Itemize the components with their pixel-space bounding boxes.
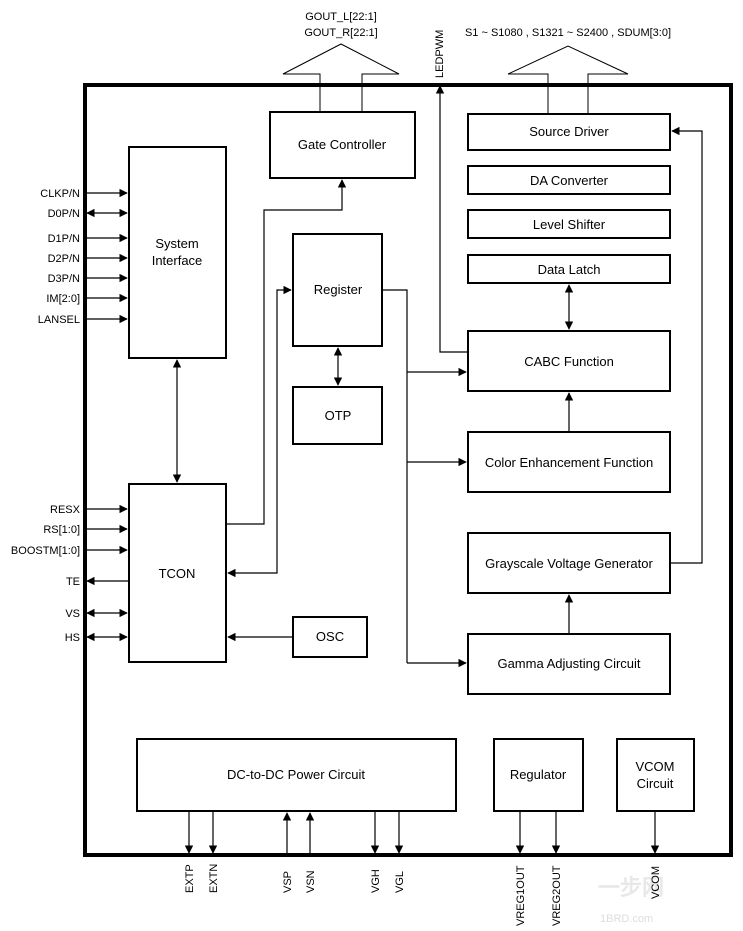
grayscale-voltage-label: Grayscale Voltage Generator <box>485 556 653 571</box>
bottom-pins: EXTP EXTN VSP VSN VGH VGL VREG1OUT VREG2… <box>184 811 662 926</box>
otp-label: OTP <box>325 408 352 423</box>
vcom-circuit-block: VCOM Circuit <box>616 738 695 812</box>
tcon-pins: RESX RS[1:0] BOOSTM[1:0] TE VS HS <box>11 504 129 644</box>
watermark-logo-text: 一步网 <box>598 875 664 900</box>
regulator-block: Regulator <box>493 738 584 812</box>
pin-d0p-label: D0P/N <box>48 208 80 220</box>
osc-label: OSC <box>316 629 344 644</box>
pin-hs-label: HS <box>65 632 80 644</box>
cabc-function-block: CABC Function <box>467 330 671 392</box>
internal-connections <box>172 85 703 668</box>
dcdc-power-label: DC-to-DC Power Circuit <box>227 767 365 782</box>
pin-rs-label: RS[1:0] <box>43 524 80 536</box>
pin-d2p-label: D2P/N <box>48 253 80 265</box>
pin-clkp-label: CLKP/N <box>40 188 80 200</box>
pin-vs-label: VS <box>65 608 80 620</box>
vcom-circuit-label-2: Circuit <box>637 776 674 791</box>
register-label: Register <box>314 282 363 297</box>
osc-block: OSC <box>292 616 368 658</box>
system-interface-block: System Interface <box>128 146 227 359</box>
da-converter-block: DA Converter <box>467 165 671 195</box>
vcom-circuit-label-1: VCOM <box>636 759 675 774</box>
gout-output-arrow <box>282 43 400 112</box>
color-enhancement-block: Color Enhancement Function <box>467 431 671 493</box>
pin-te-label: TE <box>66 576 80 588</box>
pin-extn-label: EXTN <box>208 864 220 893</box>
gout-label-1: GOUT_L[22:1] <box>305 11 377 23</box>
pin-im-label: IM[2:0] <box>46 293 80 305</box>
pin-d3p-label: D3P/N <box>48 273 80 285</box>
da-converter-label: DA Converter <box>530 173 609 188</box>
pin-d1p-label: D1P/N <box>48 233 80 245</box>
system-interface-label-1: System <box>155 236 198 251</box>
pin-vgh-label: VGH <box>370 869 382 893</box>
grayscale-voltage-block: Grayscale Voltage Generator <box>467 532 671 594</box>
source-driver-block: Source Driver <box>467 113 671 151</box>
watermark: 一步网 1BRD.com <box>598 875 664 925</box>
dcdc-power-block: DC-to-DC Power Circuit <box>136 738 457 812</box>
level-shifter-block: Level Shifter <box>467 209 671 239</box>
gout-label-2: GOUT_R[22:1] <box>304 27 377 39</box>
gate-controller-label: Gate Controller <box>298 137 387 152</box>
pin-vsn-label: VSN <box>305 870 317 893</box>
otp-block: OTP <box>292 386 383 445</box>
level-shifter-label: Level Shifter <box>533 217 606 232</box>
gamma-adjusting-block: Gamma Adjusting Circuit <box>467 633 671 695</box>
tcon-label: TCON <box>159 566 196 581</box>
system-interface-label-2: Interface <box>152 253 203 268</box>
chip-outline <box>83 83 733 857</box>
data-latch-block: Data Latch <box>467 254 671 284</box>
gate-controller-block: Gate Controller <box>269 111 416 179</box>
data-latch-label: Data Latch <box>538 262 601 277</box>
pin-vreg1out-label: VREG1OUT <box>515 865 527 926</box>
pin-vreg2out-label: VREG2OUT <box>551 865 563 926</box>
pin-boostm-label: BOOSTM[1:0] <box>11 545 80 557</box>
pin-resx-label: RESX <box>50 504 81 516</box>
tcon-block: TCON <box>128 483 227 663</box>
pin-extp-label: EXTP <box>184 864 196 893</box>
register-block: Register <box>292 233 383 347</box>
pin-lansel-label: LANSEL <box>38 314 80 326</box>
gamma-adjusting-label: Gamma Adjusting Circuit <box>497 656 640 671</box>
ledpwm-label: LEDPWM <box>434 30 446 78</box>
pin-vgl-label: VGL <box>394 871 406 893</box>
source-outputs-label: S1 ~ S1080 , S1321 ~ S2400 , SDUM[3:0] <box>465 27 671 39</box>
color-enhancement-label: Color Enhancement Function <box>485 455 653 470</box>
cabc-function-label: CABC Function <box>524 354 614 369</box>
pin-vcom-label: VCOM <box>650 866 662 899</box>
regulator-label: Regulator <box>510 767 567 782</box>
watermark-url-text: 1BRD.com <box>600 913 653 925</box>
interface-pins: CLKP/N D0P/N D1P/N D2P/N D3P/N IM[2:0] L… <box>38 188 128 326</box>
source-driver-label: Source Driver <box>529 124 609 139</box>
source-output-arrow <box>507 45 629 114</box>
pin-vsp-label: VSP <box>282 871 294 893</box>
